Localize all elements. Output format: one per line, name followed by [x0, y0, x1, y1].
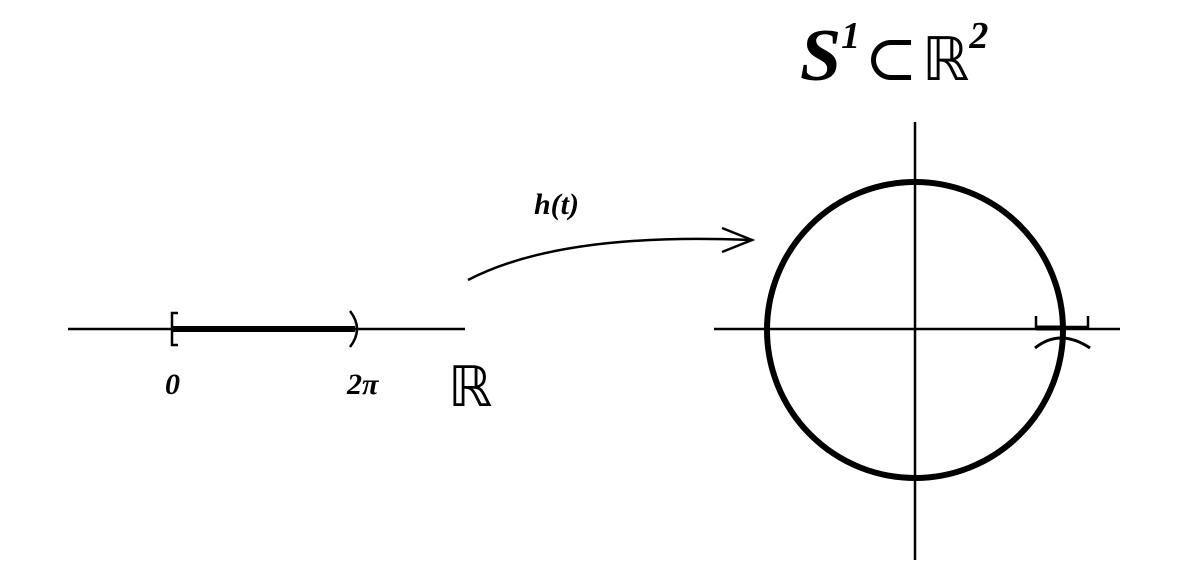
title-s: S	[800, 15, 842, 97]
closed-bracket	[170, 311, 178, 347]
open-parenthesis	[348, 310, 359, 348]
start-label: 0	[165, 368, 180, 401]
title-r: ℝ	[921, 25, 970, 95]
unit-circle	[764, 179, 1066, 481]
title-s-superscript: 1	[841, 15, 861, 57]
title-r-superscript: 2	[969, 15, 989, 57]
end-label: 2π	[347, 368, 379, 401]
circle-title: S1⊂ℝ2	[800, 14, 988, 99]
title-subset: ⊂	[864, 23, 918, 94]
image-open-end	[1034, 336, 1091, 350]
map-label: h(t)	[534, 188, 579, 221]
map-arrow	[467, 237, 751, 282]
real-line-label: ℝ	[448, 355, 493, 420]
arrow-head-icon	[721, 226, 756, 254]
